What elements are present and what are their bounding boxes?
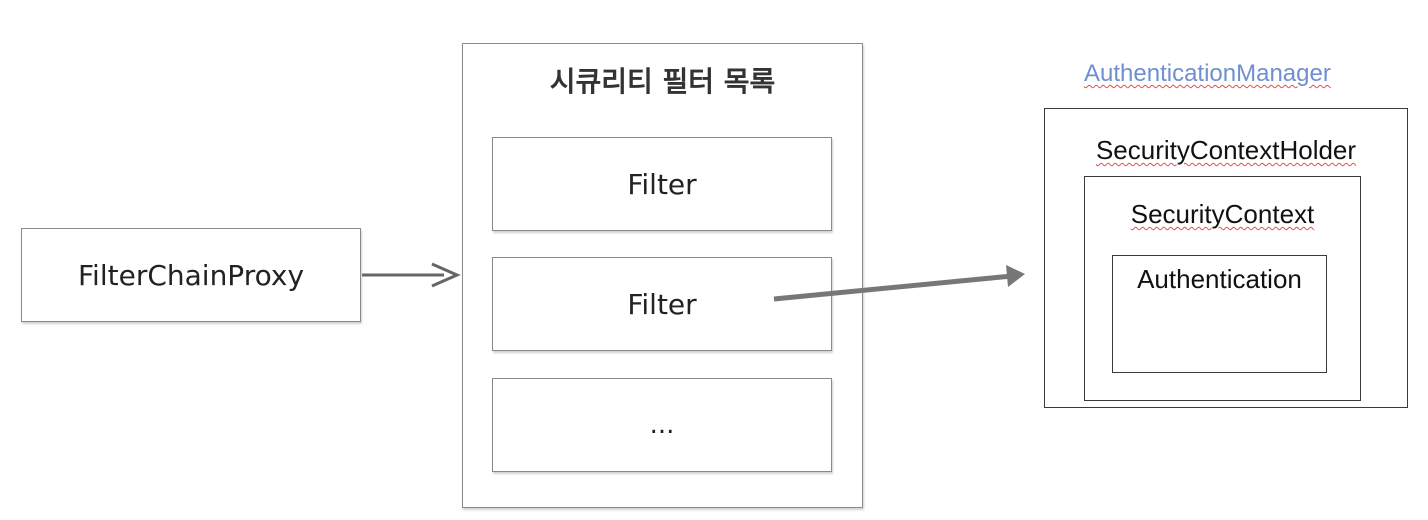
filter-item-label: Filter xyxy=(627,287,697,321)
authentication-box: Authentication xyxy=(1112,255,1327,373)
filter-item-label: ... xyxy=(649,410,675,440)
filter-item-1: Filter xyxy=(492,137,832,231)
security-filter-list-title: 시큐리티 필터 목록 xyxy=(549,65,776,98)
filter-item-ellipsis: ... xyxy=(492,378,832,472)
arrow-filter-to-auth xyxy=(773,265,1025,302)
filter-item-label: Filter xyxy=(627,167,697,201)
filter-chain-proxy-label: FilterChainProxy xyxy=(77,258,305,292)
arrow-proxy-to-filters xyxy=(362,262,461,288)
authentication-label: Authentication xyxy=(1137,264,1302,294)
security-context-label: SecurityContext xyxy=(1130,199,1315,229)
authentication-manager-label: AuthenticationManager xyxy=(1084,60,1331,87)
filter-chain-proxy-box: FilterChainProxy xyxy=(21,228,361,322)
security-context-holder-label: SecurityContextHolder xyxy=(1095,135,1357,165)
filter-item-2: Filter xyxy=(492,257,832,351)
